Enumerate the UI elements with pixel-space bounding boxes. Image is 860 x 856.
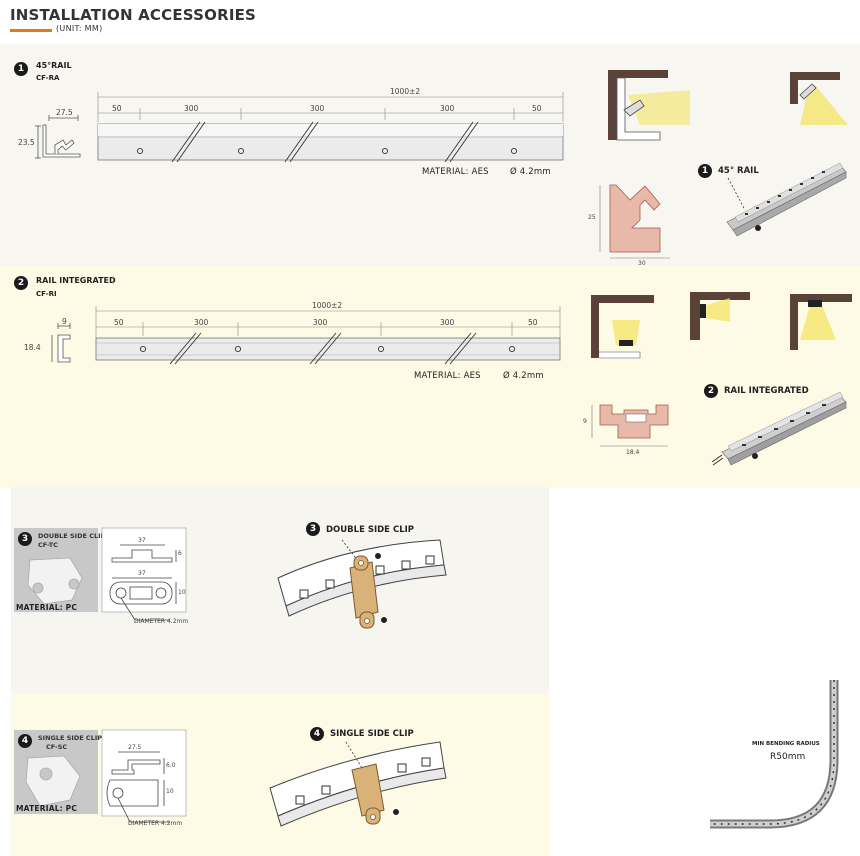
material-label: MATERIAL: PC xyxy=(16,804,78,813)
clip-top-width-dim: 37 xyxy=(138,537,146,544)
section-name: 45°RAIL xyxy=(36,61,72,70)
double-clip-illustration xyxy=(277,539,447,629)
section-name: SINGLE SIDE CLIP xyxy=(38,734,103,742)
corner-install-diagram xyxy=(608,70,848,141)
ceiling-install-diagram xyxy=(591,292,852,359)
section-code: CF-RI xyxy=(36,290,57,298)
callout-number-badge: 2 xyxy=(704,384,718,398)
page-title: INSTALLATION ACCESSORIES xyxy=(10,6,257,24)
section-double-side-clip xyxy=(11,487,549,694)
diameter-label: DIAMETER 4.2mm xyxy=(128,820,183,827)
callout-number-badge: 3 xyxy=(306,522,320,536)
callout-number-badge: 1 xyxy=(698,164,712,178)
rail-length-drawing xyxy=(97,92,564,163)
cross-height-dim: 25 xyxy=(588,214,596,221)
clip-bottom-width-dim: 37 xyxy=(138,570,146,577)
rail-3d-illustration xyxy=(726,162,847,237)
clip-bottom-height-dim: 10 xyxy=(178,589,186,596)
single-clip-illustration xyxy=(269,741,447,827)
section-number-badge: 3 xyxy=(18,532,32,546)
section-number-badge: 1 xyxy=(14,62,28,76)
section-code: CF-RA xyxy=(36,74,60,82)
section-single-side-clip xyxy=(11,694,549,856)
clip-top-width-dim: 27.5 xyxy=(128,744,142,751)
profile-height-dim: 18.4 xyxy=(24,343,41,352)
rail-cross-section xyxy=(591,404,669,447)
segment-dim: 300 xyxy=(440,318,455,327)
segment-dim: 50 xyxy=(528,318,538,327)
rail-length-drawing xyxy=(95,306,561,365)
callout-label: RAIL INTEGRATED xyxy=(724,386,809,396)
material-label: MATERIAL: AES xyxy=(422,167,489,177)
diameter-label: DIAMETER 4.2mm xyxy=(134,618,189,625)
clip-bottom-height-dim: 10 xyxy=(166,788,174,795)
segment-dim: 300 xyxy=(440,104,455,113)
segment-dim: 50 xyxy=(114,318,124,327)
rail-profile-drawing xyxy=(35,115,81,159)
bending-radius-label: MIN BENDING RADIUS xyxy=(752,741,820,747)
hole-diameter-label: Ø 4.2mm xyxy=(503,371,544,381)
section-code: CF-SC xyxy=(46,743,68,751)
unit-label: (UNIT: MM) xyxy=(56,24,103,33)
hole-diameter-label: Ø 4.2mm xyxy=(510,167,551,177)
cross-height-dim: 9 xyxy=(583,418,587,425)
overall-length-dim: 1000±2 xyxy=(312,301,343,310)
overall-length-dim: 1000±2 xyxy=(390,87,421,96)
segment-dim: 300 xyxy=(184,104,199,113)
profile-height-dim: 23.5 xyxy=(18,138,35,147)
section-number-badge: 2 xyxy=(14,276,28,290)
material-label: MATERIAL: AES xyxy=(414,371,481,381)
clip-top-height-dim: 6 xyxy=(178,550,182,557)
clip-photo xyxy=(14,528,98,612)
segment-dim: 300 xyxy=(194,318,209,327)
rail-cross-section xyxy=(599,184,670,259)
clip-top-height-dim: 6.0 xyxy=(166,762,176,769)
segment-dim: 50 xyxy=(112,104,122,113)
title-underline xyxy=(10,29,52,32)
cross-width-dim: 18.4 xyxy=(626,449,640,456)
section-name: DOUBLE SIDE CLIP xyxy=(38,532,106,540)
callout-label: 45° RAIL xyxy=(718,166,759,176)
profile-width-dim: 27.5 xyxy=(56,108,73,117)
bending-radius-value: R50mm xyxy=(770,752,806,762)
bending-radius-illustration xyxy=(710,680,839,829)
section-number-badge: 4 xyxy=(18,734,32,748)
profile-width-dim: 9 xyxy=(62,317,67,326)
clip-dimension-drawing xyxy=(101,527,187,621)
callout-number-badge: 4 xyxy=(310,727,324,741)
cross-width-dim: 30 xyxy=(638,260,646,267)
segment-dim: 300 xyxy=(310,104,325,113)
rail-profile-drawing xyxy=(51,323,71,363)
callout-label: DOUBLE SIDE CLIP xyxy=(326,525,414,535)
callout-label: SINGLE SIDE CLIP xyxy=(330,729,414,739)
segment-dim: 300 xyxy=(313,318,328,327)
material-label: MATERIAL: PC xyxy=(16,603,78,612)
rail-3d-illustration xyxy=(711,391,847,466)
section-name: RAIL INTEGRATED xyxy=(36,276,116,285)
segment-dim: 50 xyxy=(532,104,542,113)
section-code: CF-TC xyxy=(38,541,58,549)
clip-dimension-drawing xyxy=(101,729,187,823)
